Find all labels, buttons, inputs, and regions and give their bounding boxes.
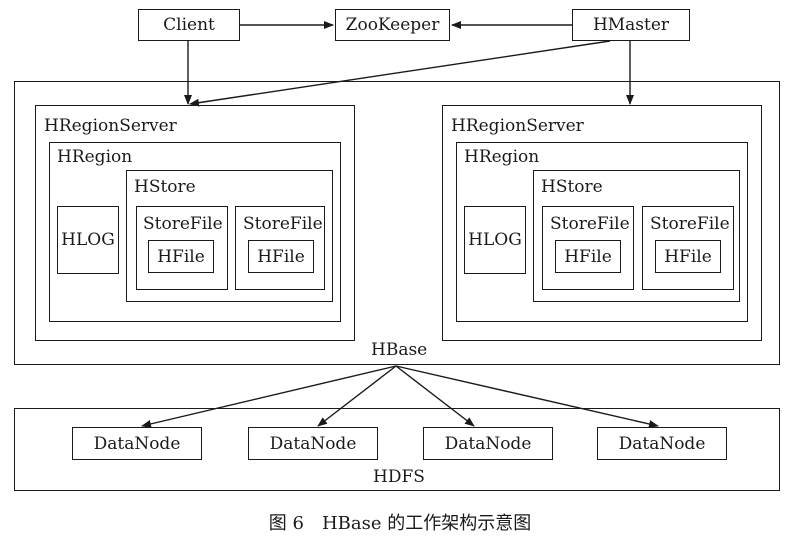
region-2 <box>456 142 748 322</box>
hfile-1a-label: HFile <box>157 246 205 267</box>
hlog-1-label: HLOG <box>61 230 115 250</box>
hstore-1-label: HStore <box>134 177 196 197</box>
hbase-container <box>14 81 780 365</box>
storefile-1b <box>235 206 325 290</box>
zookeeper-label: ZooKeeper <box>345 15 440 35</box>
hlog-1: HLOG <box>57 206 119 274</box>
regionserver-2-label: HRegionServer <box>451 116 584 136</box>
hfile-2a-label: HFile <box>564 246 612 267</box>
hdfs-label: HDFS <box>373 467 425 487</box>
hfile-1a: HFile <box>148 240 214 273</box>
hstore-2 <box>533 170 740 302</box>
hbase-label: HBase <box>371 340 428 360</box>
zookeeper-node: ZooKeeper <box>335 9 450 41</box>
hstore-2-label: HStore <box>541 177 603 197</box>
hlog-2: HLOG <box>464 206 526 274</box>
region-2-label: HRegion <box>464 147 540 167</box>
datanode-2-label: DataNode <box>269 433 357 454</box>
datanode-2: DataNode <box>248 427 378 460</box>
client-node: Client <box>138 9 240 41</box>
hmaster-label: HMaster <box>592 15 670 35</box>
storefile-1a <box>136 206 228 290</box>
hstore-1 <box>126 170 333 302</box>
regionserver-1 <box>35 105 355 341</box>
hfile-2b-label: HFile <box>664 246 712 267</box>
hlog-2-label: HLOG <box>468 230 522 250</box>
regionserver-2 <box>442 105 762 341</box>
hfile-1b-label: HFile <box>257 246 305 267</box>
datanode-1-label: DataNode <box>93 433 181 454</box>
hdfs-container <box>14 408 780 491</box>
region-1-label: HRegion <box>57 147 133 167</box>
storefile-2a <box>542 206 634 290</box>
storefile-1b-label: StoreFile <box>243 214 323 234</box>
storefile-2b-label: StoreFile <box>650 214 730 234</box>
storefile-2a-label: StoreFile <box>550 214 630 234</box>
client-label: Client <box>163 15 215 35</box>
datanode-1: DataNode <box>72 427 202 460</box>
datanode-3: DataNode <box>423 427 553 460</box>
regionserver-1-label: HRegionServer <box>44 116 177 136</box>
hfile-1b: HFile <box>248 240 314 273</box>
datanode-4-label: DataNode <box>618 433 706 454</box>
datanode-3-label: DataNode <box>444 433 532 454</box>
hfile-2b: HFile <box>655 240 721 273</box>
region-1 <box>49 142 341 322</box>
storefile-2b <box>642 206 734 290</box>
hfile-2a: HFile <box>555 240 621 273</box>
storefile-1a-label: StoreFile <box>143 214 223 234</box>
figure-caption: 图 6 HBase 的工作架构示意图 <box>268 513 532 534</box>
datanode-4: DataNode <box>597 427 727 460</box>
hmaster-node: HMaster <box>572 9 690 41</box>
